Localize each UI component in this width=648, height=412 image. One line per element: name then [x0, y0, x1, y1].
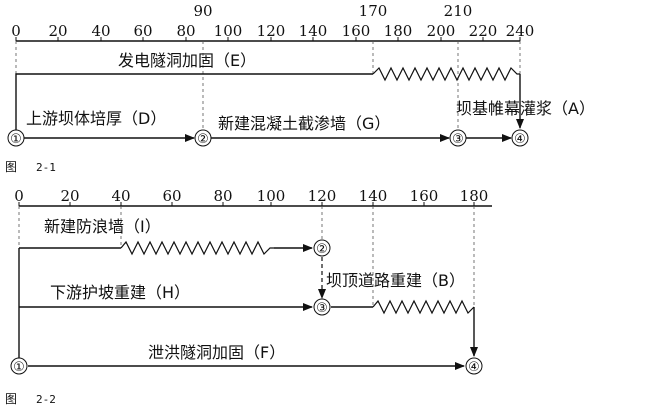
scale-tick-20: 20: [48, 22, 67, 40]
activity-f-label: 泄洪隧洞加固（F）: [148, 343, 285, 362]
axis-ticks: [18, 202, 475, 206]
activity-d-label: 上游坝体培厚（D）: [26, 109, 166, 128]
node-3: ③: [449, 129, 467, 147]
node-1: ①: [7, 129, 25, 147]
guide-lines: [18, 206, 475, 306]
svg-text:④: ④: [514, 132, 526, 147]
scale-tick-80: 80: [176, 22, 195, 40]
svg-text:③: ③: [316, 301, 328, 316]
scale-tick-100: 100: [214, 22, 243, 40]
node-2: ②: [313, 239, 331, 257]
figure-caption-prefix: 图: [5, 160, 17, 174]
scale-tick-160: 160: [342, 22, 371, 40]
figure-2-2: 0 20 40 60 80 100 120 140 160 180: [5, 187, 492, 406]
scale-tick-180: 180: [460, 187, 489, 205]
svg-text:④: ④: [468, 360, 480, 375]
activity-e-line: [15, 73, 373, 130]
scale-tick-60: 60: [162, 187, 181, 205]
figure-caption-prefix: 图: [5, 392, 17, 406]
figure-caption-number: 2-1: [36, 161, 56, 174]
activity-i-label: 新建防浪墙（I）: [44, 217, 161, 236]
svg-text:②: ②: [197, 132, 209, 147]
figure-2-1: 90 170 210 0 20 40 60 80 100 120 140 160…: [5, 2, 595, 174]
svg-text:②: ②: [316, 242, 328, 257]
scale-tick-40: 40: [111, 187, 130, 205]
node-2: ②: [194, 129, 212, 147]
scale-tick-180: 180: [384, 22, 413, 40]
scale-tick-80: 80: [213, 187, 232, 205]
scale-tick-220: 220: [469, 22, 498, 40]
scale-tick-100: 100: [257, 187, 286, 205]
activity-e-label: 发电隧洞加固（E）: [118, 51, 256, 70]
node-3: ③: [313, 298, 331, 316]
scale-tick-0: 0: [14, 187, 24, 205]
scale-tick-160: 160: [410, 187, 439, 205]
node-4: ④: [511, 129, 529, 147]
figure-caption-number: 2-2: [36, 393, 56, 406]
guide-lines: [15, 41, 521, 130]
axis-ticks: [15, 37, 521, 41]
scale-tick-120: 120: [308, 187, 337, 205]
svg-text:③: ③: [452, 132, 464, 147]
svg-text:①: ①: [10, 132, 22, 147]
scale-tick-40: 40: [91, 22, 110, 40]
scale-tick-120: 120: [257, 22, 286, 40]
activity-b-wave: [372, 299, 475, 315]
scale-tick-140: 140: [299, 22, 328, 40]
scale-label-90: 90: [193, 2, 212, 20]
activity-e-wave: [372, 66, 520, 82]
scale-tick-20: 20: [60, 187, 79, 205]
scale-label-210: 210: [444, 2, 473, 20]
scale-tick-200: 200: [427, 22, 456, 40]
activity-h-label: 下游护坡重建（H）: [50, 283, 190, 302]
scale-tick-240: 240: [506, 22, 535, 40]
activity-g-label: 新建混凝土截渗墙（G）: [218, 114, 390, 133]
scale-tick-60: 60: [133, 22, 152, 40]
activity-i-wave: [120, 240, 274, 256]
activity-a-label: 坝基帷幕灌浆（A）: [456, 99, 595, 118]
scale-tick-0: 0: [11, 22, 21, 40]
svg-text:①: ①: [13, 360, 25, 375]
node-4: ④: [465, 357, 483, 375]
scale-tick-140: 140: [359, 187, 388, 205]
activity-b-label: 坝顶道路重建（B）: [326, 271, 465, 290]
scale-label-170: 170: [359, 2, 388, 20]
node-1: ①: [10, 357, 28, 375]
